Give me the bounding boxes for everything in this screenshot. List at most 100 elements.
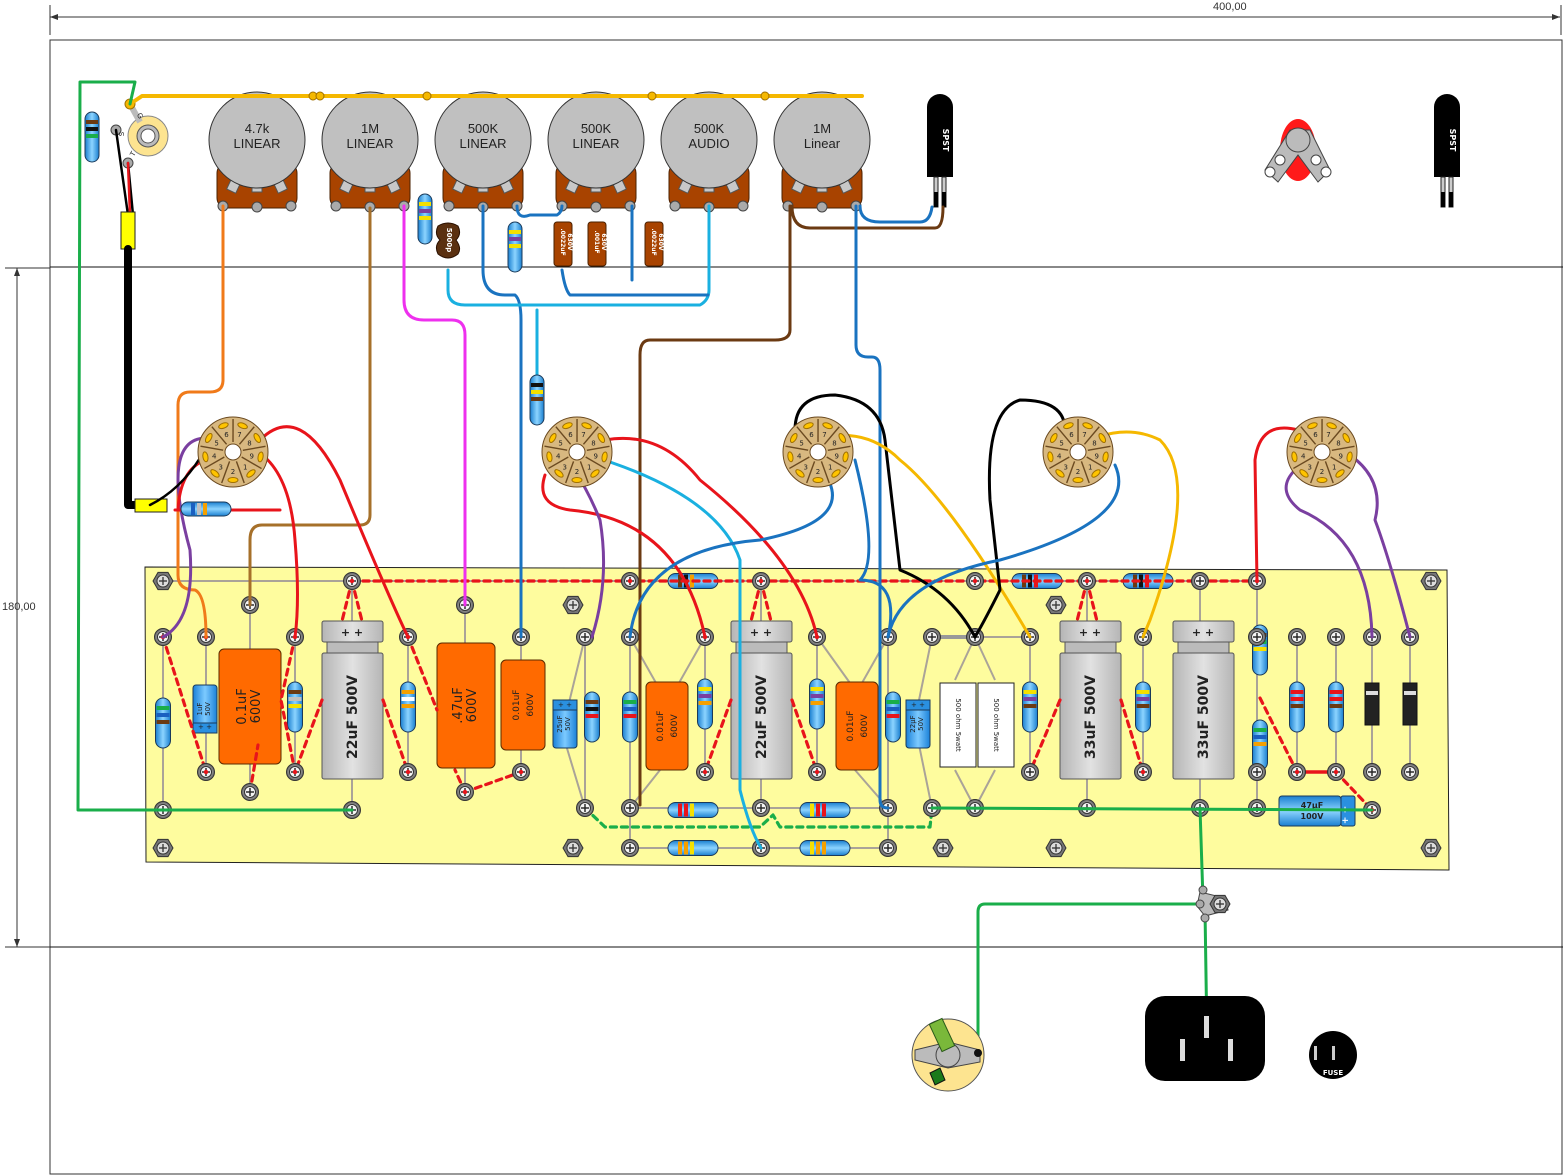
socket-pin-number: 6 bbox=[568, 431, 573, 439]
cap-value-label: 22uF 500V bbox=[345, 675, 361, 759]
spst-switch[interactable]: SPST bbox=[927, 94, 953, 208]
resistor-band bbox=[288, 704, 302, 708]
heater-wire-dashed bbox=[463, 770, 523, 794]
cap-body bbox=[500, 659, 546, 751]
resistor-band bbox=[419, 202, 431, 206]
socket-pin bbox=[1291, 451, 1298, 463]
turret-eyelet bbox=[286, 628, 304, 646]
cap-body bbox=[730, 652, 793, 780]
resistor-band bbox=[810, 841, 814, 855]
socket-pin-number: 5 bbox=[1303, 439, 1307, 447]
wire bbox=[446, 204, 711, 307]
socket-divider bbox=[1083, 426, 1100, 445]
socket-pin-number: 6 bbox=[809, 431, 814, 439]
socket-divider bbox=[1324, 461, 1334, 484]
resistor bbox=[1135, 681, 1151, 733]
mounting-screw-icon bbox=[152, 571, 174, 591]
socket-pin bbox=[787, 451, 794, 463]
resistor-band bbox=[886, 714, 900, 718]
cap-voltage-label: 50V bbox=[564, 717, 572, 731]
pot-value-label: 500K bbox=[694, 121, 725, 136]
wire bbox=[790, 204, 945, 230]
mounting-screw-icon bbox=[1209, 894, 1231, 914]
spst-switch[interactable]: SPST bbox=[1434, 94, 1460, 208]
turret-eyelet bbox=[1078, 572, 1096, 590]
cap-value-label: 0.1uF bbox=[235, 688, 250, 724]
turret-eyelet bbox=[456, 783, 474, 801]
resistor bbox=[1022, 681, 1038, 733]
resistor bbox=[529, 374, 545, 426]
resistor-band bbox=[810, 694, 824, 698]
socket-pin bbox=[842, 451, 849, 463]
wire bbox=[973, 398, 1067, 639]
mounting-screw-icon bbox=[1045, 838, 1067, 858]
turret-eyelet bbox=[343, 572, 361, 590]
solder-dot bbox=[349, 578, 355, 584]
resistor bbox=[507, 221, 523, 273]
resistor-band bbox=[401, 697, 415, 701]
socket-pin-number: 1 bbox=[587, 464, 591, 472]
fuse-holder[interactable]: FUSE bbox=[1309, 1031, 1357, 1079]
socket-divider bbox=[1086, 456, 1107, 470]
socket-pin-number: 5 bbox=[558, 439, 562, 447]
resistor-band bbox=[531, 383, 543, 387]
cap-body bbox=[835, 681, 879, 771]
wire bbox=[515, 204, 564, 218]
turret-eyelet bbox=[512, 763, 530, 781]
socket-pin-number: 7 bbox=[1082, 431, 1086, 439]
cap-polarity: + + bbox=[911, 701, 925, 709]
heater-wire-dashed bbox=[1028, 698, 1062, 774]
heater-wire-dashed bbox=[161, 635, 208, 774]
resistor-band bbox=[1329, 704, 1343, 708]
lamp-hole bbox=[1310, 154, 1322, 166]
pot-value-label: 4.7k bbox=[245, 121, 270, 136]
lug-ring bbox=[1200, 913, 1210, 923]
pot-value-label: 500K bbox=[581, 121, 612, 136]
wire bbox=[253, 448, 299, 639]
turret-eyelet bbox=[1134, 763, 1152, 781]
turret-eyelet bbox=[1191, 572, 1209, 590]
resistor-band bbox=[401, 704, 415, 708]
solder-dot bbox=[462, 789, 468, 795]
socket-pin bbox=[202, 451, 209, 463]
inlet-pin-line bbox=[1180, 1039, 1185, 1061]
socket-pin bbox=[237, 422, 248, 430]
pilot-lamp[interactable] bbox=[1264, 119, 1332, 183]
socket-pin bbox=[1102, 451, 1109, 463]
cap-body bbox=[644, 221, 664, 267]
ground-wire bbox=[976, 902, 1198, 1055]
socket-pin-number: 8 bbox=[247, 440, 251, 448]
pot-terminal bbox=[737, 200, 749, 212]
diode-body bbox=[1402, 682, 1418, 726]
turret-eyelet bbox=[1363, 763, 1381, 781]
cap-value-label: 22uF 500V bbox=[754, 675, 770, 759]
cap-voltage-label: 600V bbox=[670, 713, 680, 737]
jack-hole bbox=[140, 128, 156, 144]
wire bbox=[858, 204, 934, 224]
pot-terminal bbox=[251, 201, 263, 213]
fuse-contact bbox=[1314, 1046, 1317, 1060]
turret-eyelet bbox=[576, 628, 594, 646]
socket-divider bbox=[1289, 445, 1313, 451]
socket-pin bbox=[1335, 469, 1345, 478]
socket-pin-number: 5 bbox=[214, 439, 218, 447]
cap-polarity: + + bbox=[750, 626, 772, 639]
resistor bbox=[1328, 681, 1344, 733]
resistor bbox=[885, 691, 901, 743]
resistor-band bbox=[401, 690, 415, 694]
iec-power-inlet[interactable] bbox=[1145, 996, 1265, 1081]
switch-terminal bbox=[974, 1049, 982, 1057]
cap-voltage-label: 600V bbox=[249, 690, 264, 724]
wire bbox=[258, 425, 410, 639]
ground-switch[interactable] bbox=[911, 1017, 985, 1092]
socket-divider bbox=[1327, 426, 1344, 445]
socket-divider bbox=[1045, 445, 1069, 451]
socket-divider bbox=[1293, 456, 1314, 470]
